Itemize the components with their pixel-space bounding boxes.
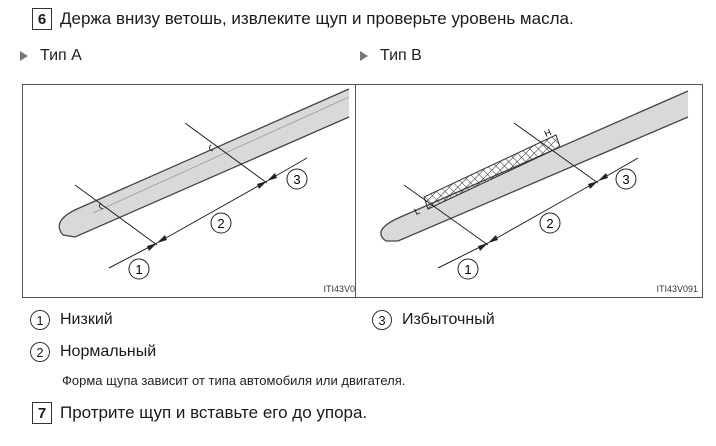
marker-2-text-b: 2 bbox=[546, 216, 553, 231]
arrowhead-low bbox=[157, 235, 167, 243]
dipstick-note: Форма щупа зависит от типа автомобиля ил… bbox=[62, 373, 406, 388]
marker-2-text: 2 bbox=[217, 216, 224, 231]
triangle-bullet-icon bbox=[20, 51, 28, 61]
arrowhead-excess-b bbox=[598, 173, 608, 181]
dipstick-b-body bbox=[380, 90, 689, 242]
step-6: 6 Держа внизу ветошь, извлеките щуп и пр… bbox=[32, 8, 574, 30]
arrowhead-low-b bbox=[488, 235, 498, 243]
dipstick-b-crosshatch bbox=[423, 134, 561, 210]
range-arrow-normal-b bbox=[487, 180, 599, 244]
marker-3-circle-b bbox=[615, 168, 637, 190]
marker-3-text: 3 bbox=[293, 172, 300, 187]
arrowhead-low-2 bbox=[147, 243, 157, 251]
figure-code-b: ITI43V091 bbox=[656, 284, 698, 294]
marker-3-circle bbox=[286, 168, 308, 190]
legend-excess-text: Избыточный bbox=[402, 311, 495, 328]
legend-low-text: Низкий bbox=[60, 311, 113, 328]
range-arrow-normal bbox=[156, 180, 268, 244]
legend-normal: 2 Нормальный bbox=[30, 342, 156, 362]
ext-line-upper-b bbox=[513, 122, 599, 184]
marker-2-circle bbox=[210, 212, 232, 234]
type-a-label: Тип А bbox=[40, 47, 82, 64]
legend-normal-text: Нормальный bbox=[60, 343, 157, 360]
marker-1-circle-b bbox=[457, 258, 479, 280]
step-6-text: Держа внизу ветошь, извлеките щуп и пров… bbox=[60, 9, 574, 28]
dipstick-a-illustration: 1 2 3 bbox=[58, 88, 350, 280]
ext-line-lower-b bbox=[403, 184, 489, 246]
type-a-heading: Тип А bbox=[20, 47, 82, 65]
type-b-label: Тип В bbox=[380, 47, 422, 64]
figure-code-a: ITI43V090 bbox=[323, 284, 365, 294]
step-7: 7 Протрите щуп и вставьте его до упора. bbox=[32, 402, 367, 424]
legend-excess: 3 Избыточный bbox=[372, 310, 495, 330]
marker-1-text: 1 bbox=[135, 262, 142, 277]
legend-normal-number: 2 bbox=[30, 342, 50, 362]
marker-3-text-b: 3 bbox=[622, 172, 629, 187]
dipstick-a-mark-upper bbox=[208, 144, 214, 152]
type-b-heading: Тип В bbox=[360, 47, 422, 65]
arrowhead-high-b bbox=[588, 181, 598, 189]
triangle-bullet-icon bbox=[360, 51, 368, 61]
arrowhead-high bbox=[257, 181, 267, 189]
legend-low-number: 1 bbox=[30, 310, 50, 330]
step-7-text: Протрите щуп и вставьте его до упора. bbox=[60, 403, 368, 422]
mark-h-icon: H bbox=[543, 127, 553, 139]
legend-low: 1 Низкий bbox=[30, 310, 113, 330]
step-6-number: 6 bbox=[32, 8, 52, 30]
legend-excess-number: 3 bbox=[372, 310, 392, 330]
dipstick-a-figure: 1 2 3 ITI43V090 bbox=[22, 84, 370, 298]
arrowhead-excess bbox=[267, 173, 277, 181]
arrowhead-low-b-2 bbox=[478, 243, 488, 251]
ext-line-lower bbox=[74, 184, 158, 246]
marker-1-text-b: 1 bbox=[464, 262, 471, 277]
marker-2-circle-b bbox=[539, 212, 561, 234]
dipstick-a-ridge bbox=[92, 96, 350, 214]
dipstick-b-illustration: H L 1 2 3 bbox=[380, 90, 689, 280]
ext-line-upper bbox=[184, 122, 268, 184]
marker-1-circle bbox=[128, 258, 150, 280]
mark-l-icon: L bbox=[413, 206, 422, 217]
dipstick-b-figure: H L 1 2 3 ITI43V091 bbox=[355, 84, 703, 298]
step-7-number: 7 bbox=[32, 402, 52, 424]
